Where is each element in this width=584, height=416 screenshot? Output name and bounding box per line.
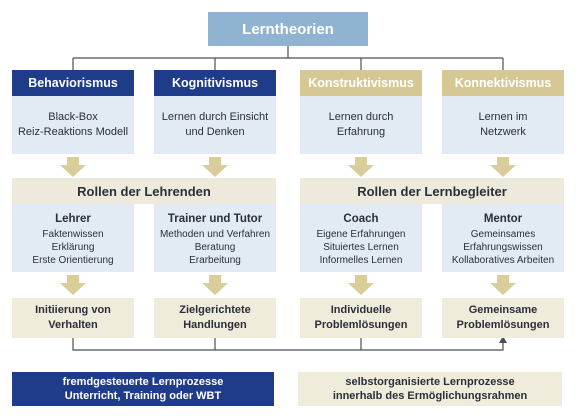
down-arrow-icon — [490, 275, 516, 295]
bottom-line: fremdgesteuerte Lernprozesse — [62, 376, 224, 388]
outcome-line: Problemlösungen — [456, 319, 550, 331]
role-item: Faktenwissen — [42, 229, 104, 240]
outcome-box-behaviorismus: Initiierung von Verhalten — [12, 298, 134, 338]
role-item: Methoden und Verfahren — [159, 229, 271, 240]
down-arrow-icon — [202, 157, 228, 177]
theory-name: Konstruktivismus — [308, 76, 414, 90]
description-line: Black-Box — [48, 111, 98, 123]
outcome-box-konstruktivismus: Individuelle Problemlösungen — [300, 298, 422, 338]
role-item: Erfahrungswissen — [463, 242, 543, 253]
role-group-lernbegleiter: Rollen der Lernbegleiter — [300, 178, 564, 204]
description-line: Lernen durch Einsicht — [161, 111, 269, 123]
role-item: Situiertes Lernen — [323, 242, 399, 253]
role-item: Gemeinsames — [470, 229, 536, 240]
theory-header-behaviorismus: Behaviorismus — [12, 70, 134, 96]
role-box-trainer-tutor: Trainer und Tutor Methoden und Verfahren… — [154, 204, 276, 272]
role-box-coach: Coach Eigene Erfahrungen Situiertes Lern… — [300, 204, 422, 272]
bottom-connector-line — [72, 338, 504, 351]
description-line: Reiz-Reaktions Modell — [17, 126, 129, 138]
role-box-mentor: Mentor Gemeinsames Erfahrungswissen Koll… — [442, 204, 564, 272]
theory-description-konstruktivismus: Lernen durch Erfahrung — [300, 96, 422, 154]
bottom-line: Unterricht, Training oder WBT — [64, 390, 222, 402]
role-title: Lehrer — [55, 213, 91, 225]
theory-description-konnektivismus: Lernen im Netzwerk — [442, 96, 564, 154]
outcome-line: Verhalten — [48, 319, 98, 331]
title-box: Lerntheorien — [208, 12, 368, 46]
role-group-label: Rollen der Lernbegleiter — [357, 183, 507, 199]
theory-name: Konnektivismus — [454, 76, 552, 90]
description-line: und Denken — [185, 126, 245, 138]
down-arrow-icon — [490, 157, 516, 177]
down-arrow-icon — [60, 157, 86, 177]
theory-header-konstruktivismus: Konstruktivismus — [300, 70, 422, 96]
description-line: Lernen durch — [328, 111, 394, 123]
theory-header-konnektivismus: Konnektivismus — [442, 70, 564, 96]
bottom-arrowhead — [499, 336, 507, 343]
down-arrow-icon — [348, 157, 374, 177]
theory-name: Behaviorismus — [28, 76, 118, 90]
role-title: Trainer und Tutor — [167, 213, 263, 225]
down-arrow-icon — [60, 275, 86, 295]
role-item: Eigene Erfahrungen — [316, 229, 406, 240]
description-line: Netzwerk — [480, 126, 526, 138]
theory-header-kognitivismus: Kognitivismus — [154, 70, 276, 96]
outcome-line: Problemlösungen — [314, 319, 408, 331]
role-item: Erarbeitung — [189, 255, 241, 266]
role-box-lehrer: Lehrer Faktenwissen Erklärung Erste Orie… — [12, 204, 134, 272]
outcome-box-kognitivismus: Zielgerichtete Handlungen — [154, 298, 276, 338]
theory-description-kognitivismus: Lernen durch Einsicht und Denken — [154, 96, 276, 154]
outcome-box-konnektivismus: Gemeinsame Problemlösungen — [442, 298, 564, 338]
role-item: Erste Orientierung — [32, 255, 114, 266]
theory-name: Kognitivismus — [171, 76, 259, 90]
role-item: Erklärung — [51, 242, 95, 253]
role-title: Coach — [343, 213, 379, 225]
description-line: Erfahrung — [336, 126, 386, 138]
role-group-lehrende: Rollen der Lehrenden — [12, 178, 276, 204]
title-text: Lerntheorien — [242, 20, 334, 38]
role-item: Beratung — [194, 242, 236, 253]
theory-description-behaviorismus: Black-Box Reiz-Reaktions Modell — [12, 96, 134, 154]
role-item: Kollaboratives Arbeiten — [451, 255, 555, 266]
bottom-line: innerhalb des Ermöglichungsrahmen — [332, 390, 528, 402]
role-title: Mentor — [483, 213, 523, 225]
outcome-line: Gemeinsame — [468, 304, 538, 316]
outcome-line: Zielgerichtete — [179, 304, 251, 316]
bottom-box-fremdgesteuert: fremdgesteuerte Lernprozesse Unterricht,… — [12, 372, 274, 406]
down-arrow-icon — [202, 275, 228, 295]
bottom-box-selbstorganisiert: selbstorganisierte Lernprozesse innerhal… — [298, 372, 562, 406]
outcome-line: Handlungen — [183, 319, 247, 331]
role-item: Informelles Lernen — [319, 255, 403, 266]
down-arrow-icon — [348, 275, 374, 295]
bottom-line: selbstorganisierte Lernprozesse — [345, 376, 515, 388]
description-line: Lernen im — [478, 111, 528, 123]
role-group-label: Rollen der Lehrenden — [77, 183, 211, 199]
outcome-line: Individuelle — [330, 304, 392, 316]
outcome-line: Initiierung von — [35, 304, 111, 316]
